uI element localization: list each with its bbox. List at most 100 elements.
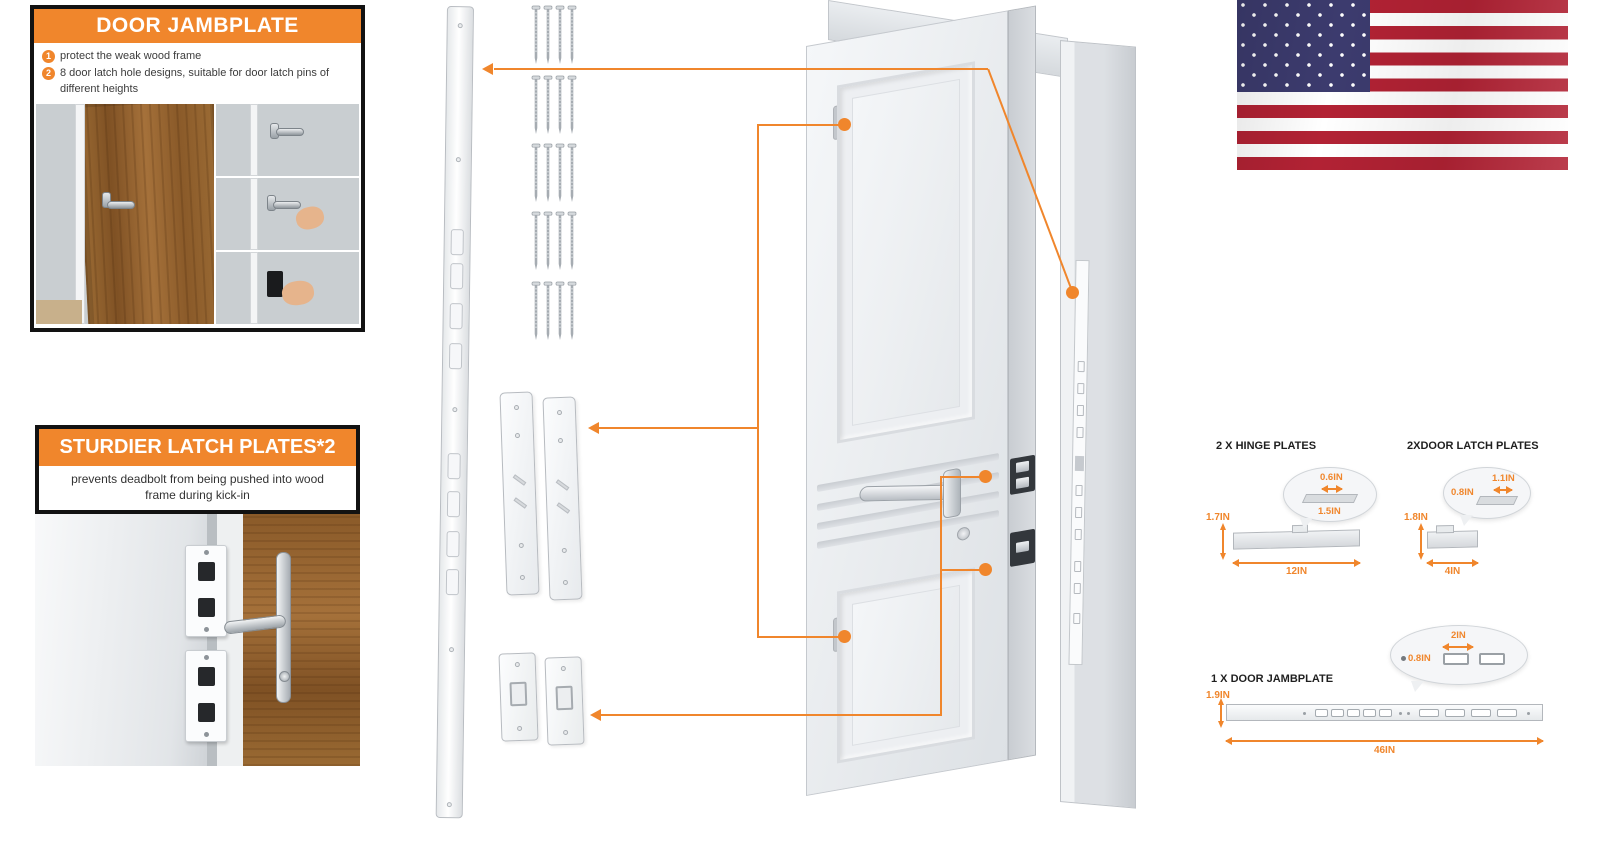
hinge-zoom-shape — [1301, 494, 1359, 503]
latch-slot — [1347, 709, 1360, 717]
callout-tail — [1460, 515, 1473, 526]
screw-hole — [1407, 712, 1410, 715]
screw-hole — [519, 574, 526, 581]
callout-line-hinge-top — [757, 124, 845, 127]
callout-tail — [1300, 518, 1313, 529]
latch-slot — [1471, 709, 1491, 717]
latch-slot — [1076, 404, 1085, 417]
door-panel-bottom — [837, 567, 975, 764]
latch-panel-title: STURDIER LATCH PLATES*2 — [39, 429, 356, 466]
screw-icon — [203, 655, 209, 661]
arrow-left-icon — [482, 63, 493, 75]
screw-hole — [518, 542, 524, 549]
callout-dot-frame-strip — [1066, 286, 1079, 299]
latch-slot — [1331, 709, 1344, 717]
latch-plates-feature-panel: STURDIER LATCH PLATES*2 prevents deadbol… — [35, 425, 360, 767]
deadbolt — [1016, 540, 1029, 553]
bullet-number-icon: 2 — [42, 66, 55, 80]
jambplate-label: 1 X DOOR JAMBPLATE — [1211, 673, 1334, 685]
latch-panel-subtitle: prevents deadbolt from being pushed into… — [71, 472, 324, 503]
callout-tail — [1411, 681, 1424, 692]
jambplate-panel-title: DOOR JAMBPLATE — [34, 9, 361, 43]
callout-line-hinge-plates — [598, 427, 758, 430]
hinge-dim-height: 1.7IN — [1206, 512, 1230, 523]
latch-slot — [446, 491, 461, 518]
photo-latch-detail-3 — [216, 251, 359, 324]
dim-line — [1442, 643, 1474, 651]
dim-line — [1219, 523, 1226, 560]
latch-slot — [1077, 360, 1085, 373]
latch-plate-drawing — [1427, 524, 1478, 549]
latch-slot — [1315, 709, 1328, 717]
jamb-dim-top: 2IN — [1451, 630, 1466, 641]
latch-bolt — [1016, 460, 1029, 473]
latch-plates-photo — [35, 514, 360, 767]
callout-dot-hinge-top — [838, 118, 851, 131]
latch-plate-image-2 — [184, 650, 227, 743]
us-flag-image — [1237, 0, 1568, 170]
latch-slot — [1074, 560, 1082, 573]
screw-hole — [514, 661, 520, 668]
latch-bolt-assembly — [1010, 454, 1035, 496]
screw-hole — [1399, 712, 1402, 715]
hand-image — [280, 278, 316, 307]
screw-icon — [203, 549, 209, 555]
latch-slot — [1077, 382, 1085, 395]
door-jambplate-part — [435, 6, 474, 819]
dim-line — [1232, 559, 1361, 567]
latch-slot — [1073, 582, 1081, 595]
latch-slot — [450, 263, 464, 290]
door-gap-image — [207, 514, 218, 767]
hinge-cutout — [556, 502, 571, 514]
screw-hole — [560, 665, 566, 672]
hinge-plate-drawing — [1233, 524, 1360, 550]
screw-hole — [562, 579, 569, 586]
photo-latch-detail-2 — [216, 177, 359, 250]
dim-line — [1426, 559, 1479, 567]
screws-set — [530, 4, 578, 342]
latch-slot — [197, 597, 215, 617]
latch-dim-width: 4IN — [1444, 566, 1461, 577]
screw-hole — [446, 802, 452, 808]
door-lever-image — [276, 128, 305, 137]
latch-dim-top: 1.1IN — [1492, 473, 1515, 484]
jambplate-drawing — [1226, 704, 1543, 721]
callout-dot-deadbolt — [979, 563, 992, 576]
jamb-zoom-callout: 2IN 0.8IN — [1390, 625, 1528, 692]
latch-slot — [197, 561, 215, 581]
hinge-cutout — [513, 497, 528, 509]
screw-icon — [203, 626, 209, 632]
latch-slot — [1443, 653, 1469, 665]
latch-slot — [197, 667, 215, 687]
latch-zoom-callout: 1.1IN 0.8IN — [1443, 467, 1531, 526]
callout-line-latch-vertical — [940, 476, 943, 716]
jamb-dim-inner: 0.8IN — [1408, 653, 1431, 664]
photo-door-installed — [36, 103, 214, 324]
screw-hole — [514, 432, 521, 439]
wooden-door-image — [76, 103, 214, 324]
white-door-image — [35, 514, 208, 767]
screw-icon — [203, 732, 209, 738]
latch-slot — [448, 343, 463, 370]
jambplate-strip-image — [250, 177, 259, 250]
latch-zoom-shape — [1475, 496, 1519, 505]
screw-hole — [455, 157, 461, 163]
latch-slot — [1075, 506, 1083, 519]
screw-hole — [457, 23, 463, 29]
latch-part-image — [267, 270, 284, 297]
bullet-text: protect the weak wood frame — [60, 50, 202, 62]
jambplate-strip-image — [250, 251, 259, 324]
latch-panel-header-box: STURDIER LATCH PLATES*2 prevents deadbol… — [35, 425, 360, 515]
latch-slot — [1497, 709, 1517, 717]
screw-hole — [517, 725, 523, 732]
latch-slot — [197, 703, 215, 723]
latch-plate-box — [1436, 524, 1454, 534]
hinge-cutout — [555, 479, 570, 491]
callout-line-latch-bottom — [940, 569, 986, 572]
hinge-plate-part-1 — [499, 391, 540, 596]
latch-slot — [1363, 709, 1376, 717]
dim-line — [1417, 523, 1424, 560]
hinge-dim-inner: 1.5IN — [1318, 506, 1341, 517]
screw-hole — [563, 729, 569, 736]
